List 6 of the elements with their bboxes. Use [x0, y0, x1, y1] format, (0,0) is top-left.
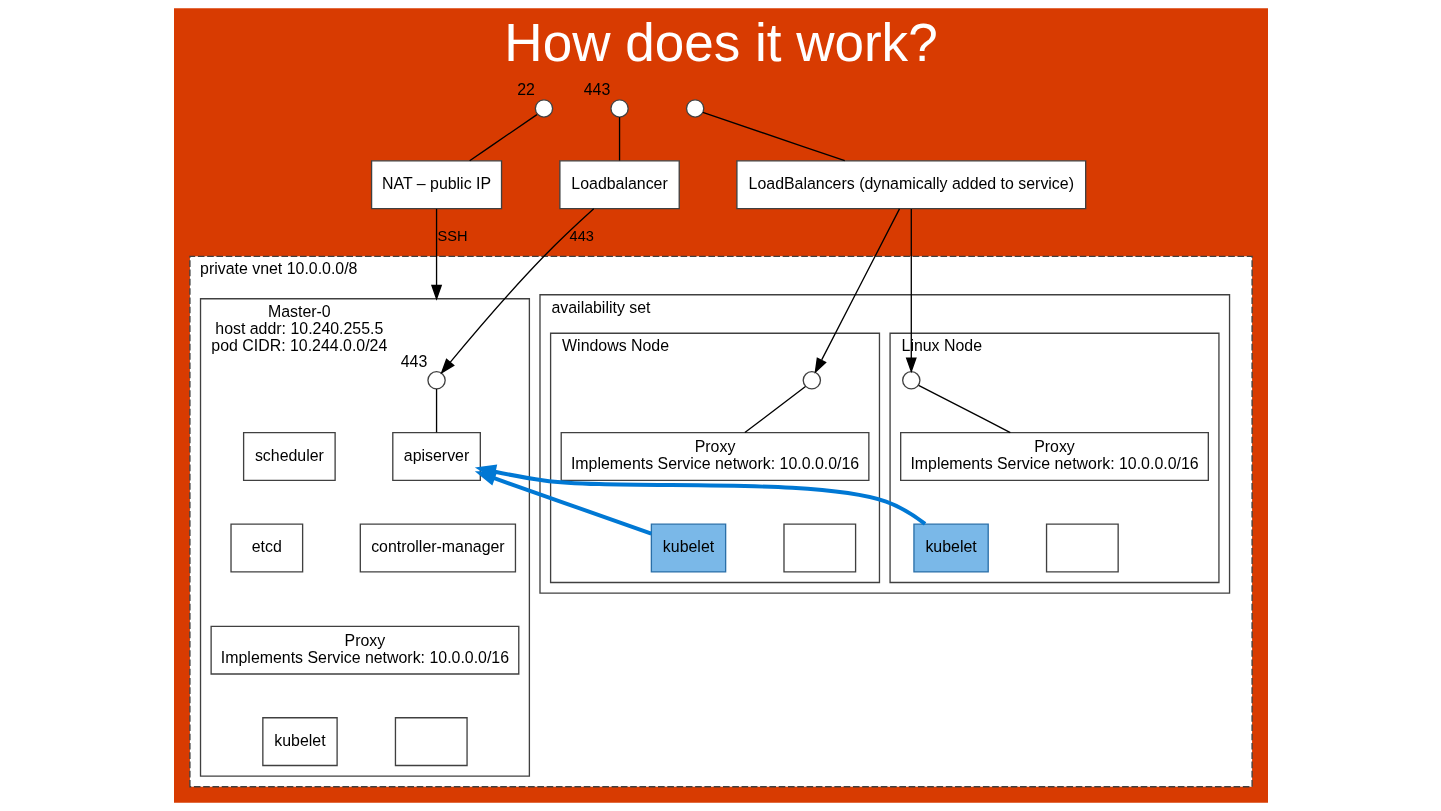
edge-label: SSH: [436, 228, 467, 245]
edge-label: 443: [569, 228, 594, 245]
node-label: 443: [400, 353, 427, 371]
node-label: 443: [583, 81, 610, 99]
node-label: 22: [516, 81, 535, 99]
diagram-title: How does it work?: [503, 13, 938, 73]
